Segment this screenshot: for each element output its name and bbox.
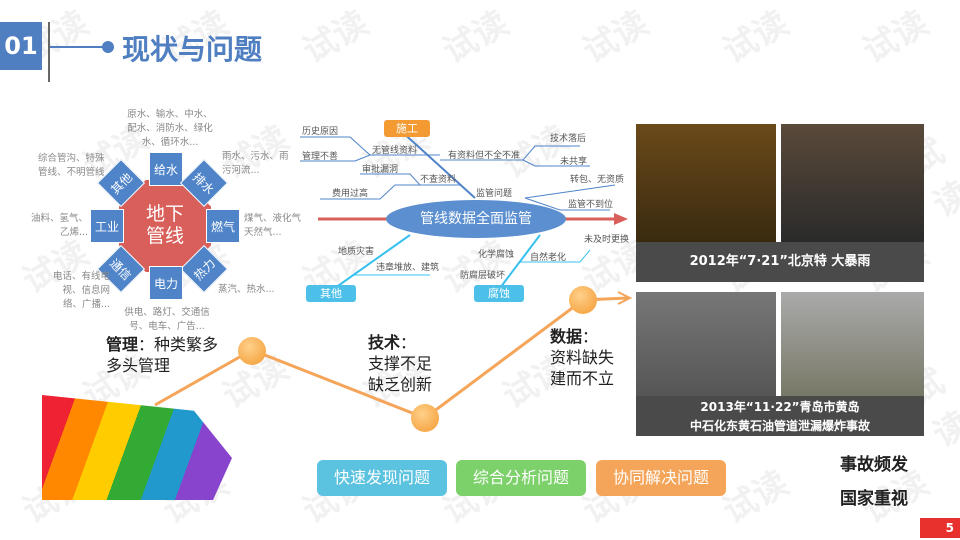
pipe-type-industrial: 工业 xyxy=(90,209,124,243)
page-title: 现状与问题 xyxy=(122,33,263,66)
caption-beijing: 2012年“7·21”北京特 大暴雨 xyxy=(636,242,924,282)
milestone-circle xyxy=(411,404,439,432)
connector-dot xyxy=(102,41,114,53)
action-solve[interactable]: 协同解决问题 xyxy=(596,460,726,496)
desc-water-supply: 原水、输水、中水、配水、消防水、绿化水、循环水... xyxy=(127,109,213,148)
fishbone-label: 地质灾害 xyxy=(338,247,375,257)
fishbone-label: 监管问题 xyxy=(476,189,513,199)
center-label: 地下 管线 xyxy=(145,203,184,247)
fishbone-label: 未及时更换 xyxy=(584,235,630,245)
fishbone-label: 监管不到位 xyxy=(568,200,614,210)
pipe-type-gas: 燃气 xyxy=(206,209,240,243)
fishbone-label: 历史原因 xyxy=(302,127,339,137)
fishbone-label: 防腐层破坏 xyxy=(460,271,506,281)
fishbone-label: 技术落后 xyxy=(550,134,587,144)
desc-telecom: 电话、有线电视、信息网络、广播... xyxy=(52,271,110,310)
desc-other: 综合管沟、特殊管线、不明管线 xyxy=(38,153,105,178)
issue-management: 管理：种类繁多 多头管理 xyxy=(106,335,219,375)
fishbone-label: 费用过高 xyxy=(332,189,369,199)
desc-drainage: 雨水、污水、雨污河流... xyxy=(222,151,289,176)
pipe-type-water-supply: 给水 xyxy=(149,152,183,186)
milestone-circle xyxy=(569,286,597,314)
tag-corrosion: 腐蚀 xyxy=(474,285,524,302)
fishbone-label: 管理不善 xyxy=(302,152,339,162)
issue-technology: 技术： 支撑不足 缺乏创新 xyxy=(368,333,433,394)
fishbone-label: 化学腐蚀 xyxy=(478,250,515,260)
photo-excavator xyxy=(781,292,924,398)
fishbone-head: 管线数据全面监管 xyxy=(386,200,566,238)
fishbone-label: 转包、无资质 xyxy=(570,175,625,185)
milestone-circle xyxy=(238,337,266,365)
tag-construction: 施工 xyxy=(384,120,430,137)
fishbone-label: 无管线资料 xyxy=(372,146,418,156)
pipe-type-power: 电力 xyxy=(149,266,183,300)
issue-data: 数据： 资料缺失 建而不立 xyxy=(550,327,615,388)
divider xyxy=(48,22,50,82)
fishbone-label: 审批漏洞 xyxy=(362,165,399,175)
conclusion-accidents: 事故频发 xyxy=(840,455,908,475)
fishbone-label: 未共享 xyxy=(560,157,588,167)
tag-other: 其他 xyxy=(306,285,356,302)
fishbone-label: 自然老化 xyxy=(530,253,567,263)
fishbone-label: 不查资料 xyxy=(420,175,457,185)
fishbone-label: 有资料但不全不准 xyxy=(448,151,521,161)
desc-heat: 蒸汽、热水... xyxy=(218,284,275,295)
caption-qingdao: 2013年“11·22”青岛市黄岛中石化东黄石油管道泄漏爆炸事故 xyxy=(636,396,924,436)
connector-line xyxy=(50,46,106,48)
page-number: 5 xyxy=(920,518,960,538)
desc-industrial: 油料、氢气、乙烯... xyxy=(30,213,88,238)
section-number: 01 xyxy=(0,22,42,70)
photo-flood-crowd xyxy=(636,124,776,242)
desc-power: 供电、路灯、交通信号、电车、广告... xyxy=(124,307,210,332)
action-analyze[interactable]: 综合分析问题 xyxy=(456,460,586,496)
photo-flood-cars xyxy=(781,124,924,242)
desc-gas: 煤气、液化气天然气... xyxy=(244,213,302,238)
conclusion-attention: 国家重视 xyxy=(840,489,908,509)
photo-explosion-street xyxy=(636,292,776,398)
action-discover[interactable]: 快速发现问题 xyxy=(317,460,447,496)
fishbone-label: 违章堆放、建筑 xyxy=(376,263,440,273)
